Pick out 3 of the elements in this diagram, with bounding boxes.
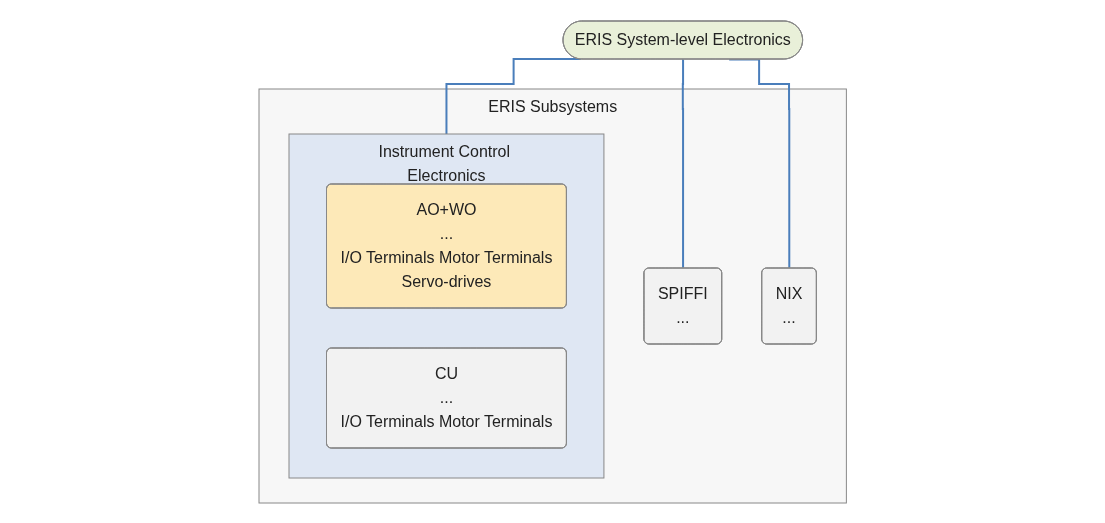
connector: [445, 57, 582, 135]
connector: [728, 58, 791, 269]
connector: [681, 58, 685, 269]
